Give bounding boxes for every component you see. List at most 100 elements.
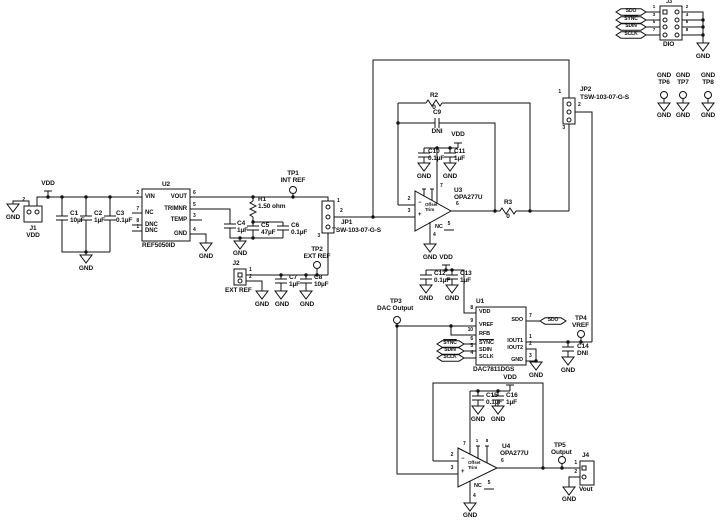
u2-pinnum-4: 4 xyxy=(193,227,196,233)
u1-gnd-label: GND xyxy=(528,372,544,379)
c15-refdes: C15 xyxy=(486,392,498,399)
c13-gnd-label: GND xyxy=(444,295,460,302)
u1-pin-sdin: SDIN xyxy=(479,347,492,353)
u1-pin-vdd: VDD xyxy=(479,309,491,315)
connector-pins xyxy=(26,9,680,480)
jp2-pinnum-1: 1 xyxy=(558,89,561,95)
u1-pinnum-10: 10 xyxy=(467,327,473,333)
jp2-refdes: JP2 xyxy=(580,86,592,93)
sclk-flag-shape xyxy=(436,354,465,362)
u2-refdes: U2 xyxy=(161,181,171,188)
c12-gnd-label: GND xyxy=(418,295,434,302)
u4-refdes: U4 xyxy=(502,443,511,450)
j3-flag-sdin: SDIN xyxy=(625,23,637,29)
capacitor-plates xyxy=(56,118,574,401)
c9-value: DNI xyxy=(431,128,443,135)
j1-refdes: J1 xyxy=(29,225,37,232)
c16-refdes: C16 xyxy=(506,392,518,399)
u3-nc-label: NC xyxy=(435,224,443,230)
tp6-gnd-label: GND xyxy=(656,112,672,119)
jp2-pinnum-3: 3 xyxy=(562,125,565,131)
j3-pinnum-7: 7 xyxy=(652,27,656,32)
tp6-gnd-top: GND xyxy=(656,72,672,79)
c16-gnd-label: GND xyxy=(490,416,506,423)
u2-pinnum-1: 1 xyxy=(136,224,139,230)
j4-pinnum-2: 2 xyxy=(574,469,577,475)
vdd-net-input: VDD xyxy=(41,180,55,187)
u3-offset-label-2: Trim xyxy=(425,207,435,212)
sdo-flag-label: SDO xyxy=(547,317,559,323)
u1-pinnum-2: 2 xyxy=(529,341,532,347)
sdin-flag-label: SDIN xyxy=(444,347,456,353)
wires-dac-section xyxy=(396,265,592,475)
r3-value: 0 xyxy=(506,213,510,220)
j2-gnd-label: GND xyxy=(254,301,270,308)
j3-pinnum-8: 8 xyxy=(685,27,689,32)
u1-body xyxy=(475,306,527,366)
u2-part: REF5050ID xyxy=(142,242,176,249)
tp7-pad xyxy=(679,91,687,99)
wires-u4-section xyxy=(432,382,580,503)
u2-pin-nc: NC xyxy=(145,210,154,216)
tp5-pad xyxy=(558,456,566,464)
u4-part: OPA277U xyxy=(500,450,529,457)
u1-pin-iout2: IOUT2 xyxy=(507,345,523,351)
r3-refdes: R3 xyxy=(503,199,513,206)
jp1-pinnum-1: 1 xyxy=(337,198,340,204)
u1-pinnum-1: 1 xyxy=(529,334,532,340)
u4-vdd-label: VDD xyxy=(503,374,517,381)
j3-sdin-flag-shape xyxy=(615,23,647,31)
jp2-part: TSW-103-07-G-S xyxy=(580,94,630,101)
jp2-body xyxy=(562,97,576,125)
r1-symbol xyxy=(248,200,258,218)
c1-value: 10µF xyxy=(70,217,85,224)
tp2-name: EXT REF xyxy=(303,253,331,260)
u4-pinnum-1: 1 xyxy=(475,438,479,443)
jp1-part: TSW-103-07-G-S xyxy=(332,227,382,234)
u2-pin-vin: VIN xyxy=(145,194,155,200)
testpoint-circles xyxy=(289,91,712,464)
c9-refdes: C9 xyxy=(432,109,442,116)
c14-refdes: C14 xyxy=(577,343,589,350)
j3-sclk-flag-shape xyxy=(615,31,647,39)
u4-pinnum-8: 8 xyxy=(485,438,489,443)
c10-value: 0.1µF xyxy=(428,155,445,162)
u4-pinnum-5: 5 xyxy=(487,480,491,486)
u2-pinnum-6: 6 xyxy=(193,190,196,196)
u1-pin-iout1: IOUT1 xyxy=(507,338,523,344)
tp7-gnd-label: GND xyxy=(675,112,691,119)
c2-refdes: C2 xyxy=(94,210,103,217)
sclk-flag-label: SCLK xyxy=(443,354,457,360)
c4-gnd-label: GND xyxy=(232,250,248,257)
u1-pinnum-3: 3 xyxy=(529,353,532,359)
c11-gnd-label: GND xyxy=(442,173,458,180)
j4-refdes: J4 xyxy=(582,452,590,459)
u4-nc-label: NC xyxy=(474,483,482,489)
u3-pinnum-6: 6 xyxy=(456,201,459,207)
c13-value: 1µF xyxy=(460,277,472,284)
r2-refdes: R2 xyxy=(429,92,439,99)
tp5-refdes: TP5 xyxy=(554,442,566,449)
j4-name: Vout xyxy=(579,486,593,493)
j3-flag-sclk: SCLK xyxy=(624,31,638,37)
signal-flags xyxy=(436,8,647,362)
gnd-symbols xyxy=(6,42,715,512)
c1-refdes: C1 xyxy=(70,210,79,217)
j3-pinnum-3: 3 xyxy=(652,12,656,17)
u3-plus: + xyxy=(418,212,422,218)
j3-gnd-label: GND xyxy=(695,53,711,60)
tp7-gnd-top: GND xyxy=(675,72,691,79)
j3-flag-sync: SYNC xyxy=(624,16,638,22)
sync-flag-shape xyxy=(436,340,465,348)
u3-refdes: U3 xyxy=(454,187,463,194)
u3-opamp-body xyxy=(414,190,453,232)
u3-gnd-label: GND xyxy=(422,254,438,261)
c11-refdes: C11 xyxy=(454,148,466,155)
u3-pinnum-4: 4 xyxy=(433,232,436,238)
j2-refdes: J2 xyxy=(232,260,240,267)
u4-offset-label-2: Trim xyxy=(468,465,478,470)
c6-value: 0.1µF xyxy=(291,229,308,236)
r1-refdes: R1 xyxy=(258,196,267,203)
c3-refdes: C3 xyxy=(116,210,125,217)
